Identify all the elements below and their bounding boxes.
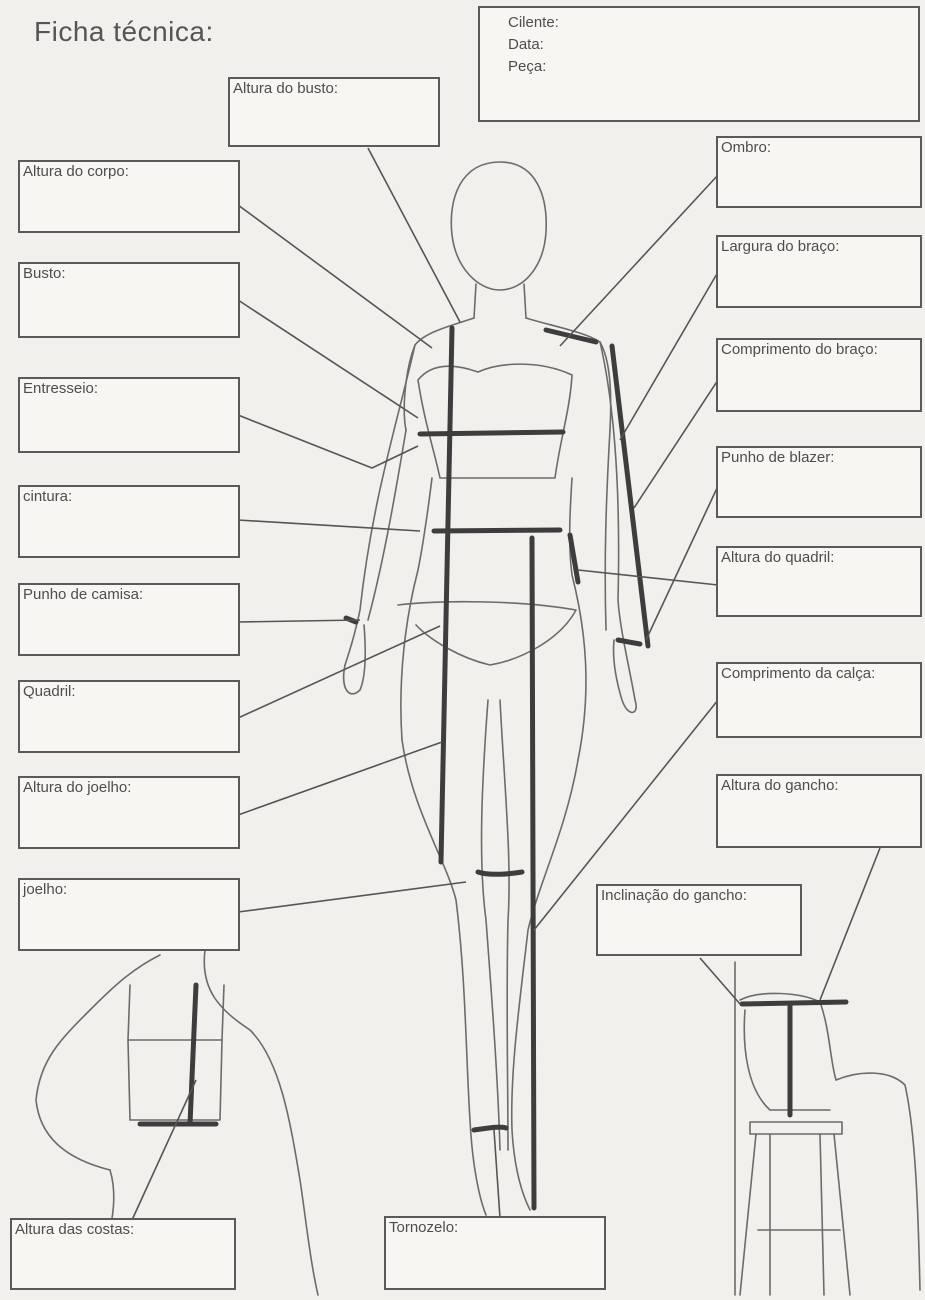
label-entresseio[interactable]: Entresseio:: [18, 377, 240, 453]
label-punho-blazer[interactable]: Punho de blazer:: [716, 446, 922, 518]
label-cintura[interactable]: cintura:: [18, 485, 240, 558]
label-comprimento-braco[interactable]: Comprimento do braço:: [716, 338, 922, 412]
label-joelho[interactable]: joelho:: [18, 878, 240, 951]
label-altura-busto[interactable]: Altura do busto:: [228, 77, 440, 147]
label-quadril[interactable]: Quadril:: [18, 680, 240, 753]
label-tornozelo[interactable]: Tornozelo:: [384, 1216, 606, 1290]
label-punho-camisa[interactable]: Punho de camisa:: [18, 583, 240, 656]
label-busto[interactable]: Busto:: [18, 262, 240, 338]
label-largura-braco[interactable]: Largura do braço:: [716, 235, 922, 308]
label-ombro[interactable]: Ombro:: [716, 136, 922, 208]
label-altura-quadril[interactable]: Altura do quadril:: [716, 546, 922, 617]
label-altura-corpo[interactable]: Altura do corpo:: [18, 160, 240, 233]
label-inclinacao-gancho[interactable]: Inclinação do gancho:: [596, 884, 802, 956]
label-altura-costas[interactable]: Altura das costas:: [10, 1218, 236, 1290]
label-comprimento-calca[interactable]: Comprimento da calça:: [716, 662, 922, 738]
label-altura-gancho[interactable]: Altura do gancho:: [716, 774, 922, 848]
label-altura-joelho[interactable]: Altura do joelho:: [18, 776, 240, 849]
